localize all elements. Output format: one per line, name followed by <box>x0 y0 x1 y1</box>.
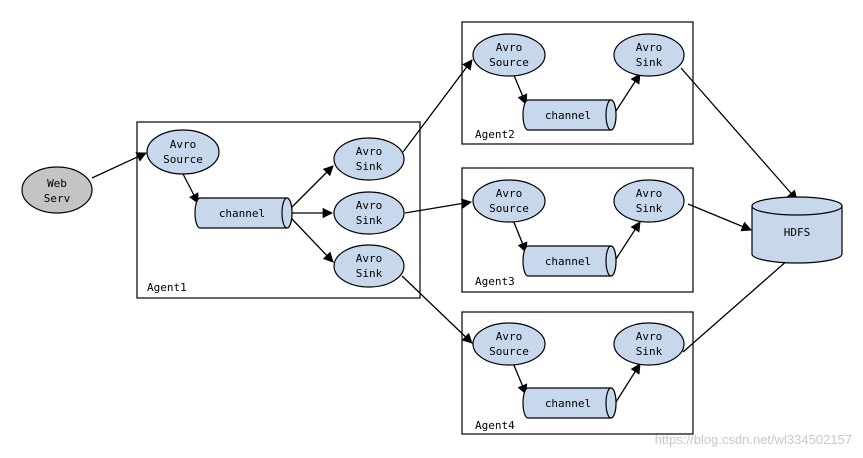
agent2-channel-node: channel <box>522 99 617 131</box>
edge-agent1-channel-to-sink1 <box>291 165 334 208</box>
edge-agent3-source-to-channel <box>512 219 528 253</box>
agent2-sink-label-line2: Sink <box>636 56 663 69</box>
hdfs-label: HDFS <box>784 226 811 239</box>
agent1-sink3-label-line2: Sink <box>356 267 383 280</box>
agent3-source-label-line1: Avro <box>496 187 523 200</box>
agent2-source-label-line1: Avro <box>496 41 523 54</box>
web-server-label-line2: Serv <box>44 192 71 205</box>
agent4-channel-node: channel <box>522 387 617 419</box>
agent3-box <box>461 167 694 293</box>
agent3-sink-node: Avro Sink <box>613 179 685 223</box>
agent1-source-label-line1: Avro <box>170 138 197 151</box>
agent4-box <box>461 311 694 435</box>
agent3-channel-node: channel <box>522 245 617 277</box>
edge-agent2-sink-to-hdfs <box>680 67 798 201</box>
agent3-source-node: Avro Source <box>472 179 546 223</box>
edge-agent2-channel-to-sink <box>615 73 641 112</box>
agent1-sink3-node: Avro Sink <box>333 244 405 288</box>
agent1-label: Agent1 <box>147 281 187 294</box>
agent1-sink1-node: Avro Sink <box>333 137 405 181</box>
edge-agent4-sink-to-hdfs <box>682 251 798 353</box>
agent2-label: Agent2 <box>475 128 515 141</box>
edge-agent1-sink2-to-agent3-source <box>404 198 473 214</box>
agent3-label: Agent3 <box>475 275 515 288</box>
agent1-sink1-label-line1: Avro <box>356 145 383 158</box>
agent2-channel-label: channel <box>545 109 591 122</box>
edge-web-to-agent1-source <box>91 152 147 179</box>
agent4-label: Agent4 <box>475 419 515 432</box>
agent4-source-label-line1: Avro <box>496 330 523 343</box>
agent1-sink2-label-line2: Sink <box>356 214 383 227</box>
agent2-sink-label-line1: Avro <box>636 41 663 54</box>
agent4-source-node: Avro Source <box>472 322 546 366</box>
hdfs-storage-node: HDFS <box>751 196 843 264</box>
agent3-channel-label: channel <box>545 255 591 268</box>
agent2-box <box>461 21 694 145</box>
edge-agent3-sink-to-hdfs <box>687 203 752 232</box>
edge-agent1-sink3-to-agent4-source <box>401 275 473 344</box>
edge-agent2-source-to-channel <box>512 72 528 105</box>
agent2-sink-node: Avro Sink <box>613 33 685 77</box>
edge-agent3-channel-to-sink <box>615 221 641 260</box>
agent4-sink-node: Avro Sink <box>613 322 685 366</box>
agent1-sink3-label-line1: Avro <box>356 252 383 265</box>
agent1-source-label-line2: Source <box>163 153 203 166</box>
edge-agent1-source-to-channel <box>181 171 199 204</box>
agent3-sink-label-line1: Avro <box>636 187 663 200</box>
agent1-sink2-label-line1: Avro <box>356 199 383 212</box>
agent1-sink2-node: Avro Sink <box>333 191 405 235</box>
web-server-node: Web Serv <box>21 166 93 214</box>
agent2-source-label-line2: Source <box>489 56 529 69</box>
agent1-channel-node: channel <box>194 197 293 229</box>
edge-agent1-channel-to-sink3 <box>291 218 334 263</box>
agent1-source-node: Avro Source <box>146 129 220 175</box>
agent1-sink1-label-line2: Sink <box>356 160 383 173</box>
agent3-source-label-line2: Source <box>489 202 529 215</box>
agent4-sink-label-line1: Avro <box>636 330 663 343</box>
edge-agent1-sink1-to-agent2-source <box>402 59 473 153</box>
agent4-channel-label: channel <box>545 397 591 410</box>
web-server-label-line1: Web <box>47 177 67 190</box>
agent2-source-node: Avro Source <box>472 33 546 77</box>
agent1-channel-label: channel <box>219 207 265 220</box>
watermark-text: https://blog.csdn.net/wl334502157 <box>655 432 852 447</box>
edge-agent4-channel-to-sink <box>615 363 641 403</box>
agent4-sink-label-line2: Sink <box>636 345 663 358</box>
agent3-sink-label-line2: Sink <box>636 202 663 215</box>
agent4-source-label-line2: Source <box>489 345 529 358</box>
edge-agent4-source-to-channel <box>512 362 528 395</box>
